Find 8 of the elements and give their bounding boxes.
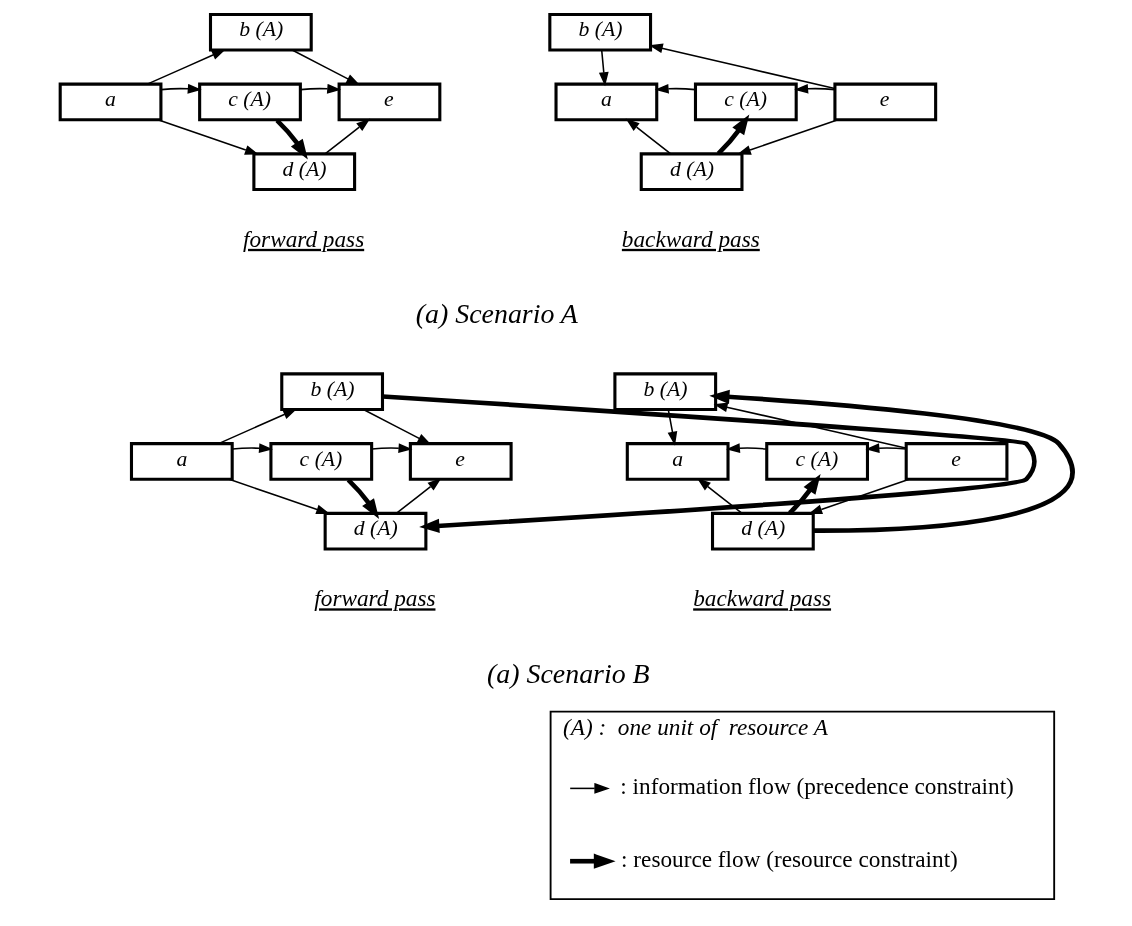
label: (a) Scenario B bbox=[486, 657, 650, 689]
legend-label: : information flow (precedence constraint) bbox=[619, 772, 1014, 799]
label: forward pass bbox=[242, 225, 364, 252]
legend-label: : resource flow (resource constraint) bbox=[620, 845, 958, 872]
label: (a) Scenario A bbox=[415, 298, 578, 330]
label: backward pass bbox=[621, 225, 760, 252]
label: backward pass bbox=[692, 585, 831, 612]
label: forward pass bbox=[313, 585, 435, 612]
